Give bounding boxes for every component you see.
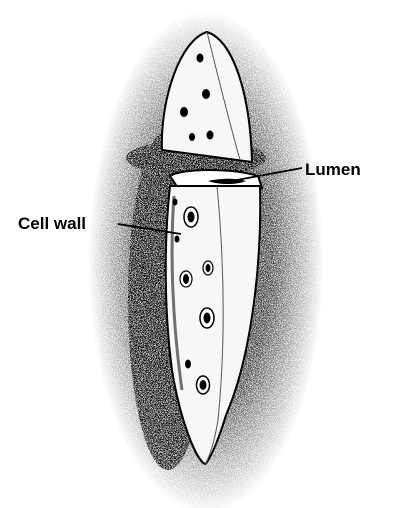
pit	[184, 207, 198, 227]
cell-wall-label: Cell wall	[18, 215, 86, 232]
pit	[175, 236, 180, 243]
pit	[173, 199, 178, 206]
pit	[197, 376, 210, 394]
pit	[200, 308, 214, 328]
pit	[180, 271, 192, 287]
lumen-label: Lumen	[305, 161, 361, 178]
pit	[185, 360, 191, 369]
pit	[203, 261, 213, 275]
